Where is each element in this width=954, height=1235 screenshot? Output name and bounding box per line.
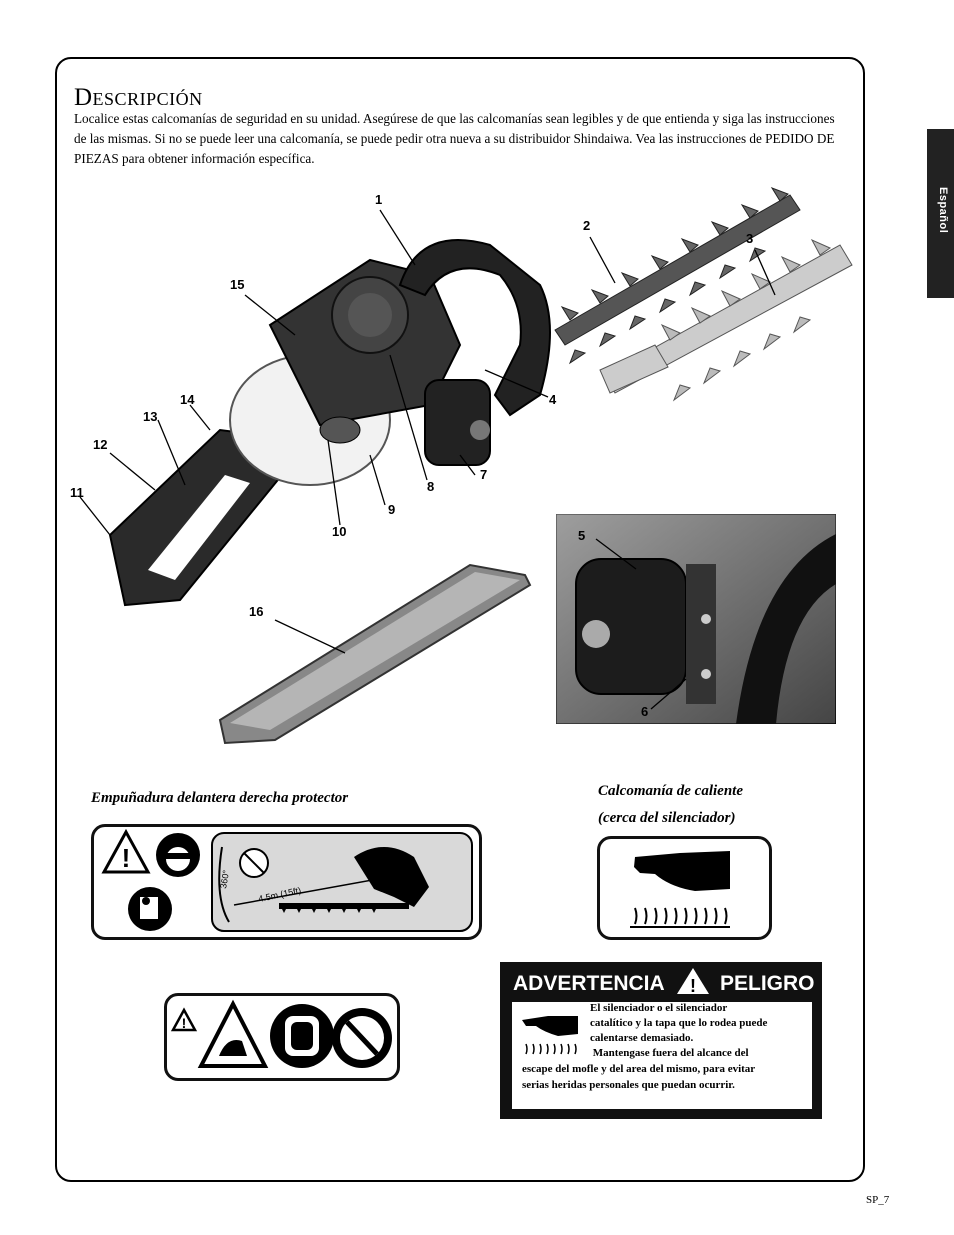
warning-line-4: Mantengase fuera del alcance del — [590, 1047, 749, 1059]
callout-14: 14 — [180, 392, 195, 407]
svg-text:!: ! — [690, 976, 696, 996]
hot-decal-caption-1: Calcomanía de caliente — [598, 783, 743, 799]
helmet-icon — [156, 833, 200, 877]
muffler-detail-photo — [556, 514, 836, 724]
heat-icon — [525, 1043, 577, 1055]
callout-11: 11 — [70, 485, 84, 500]
hand-icon — [522, 1016, 578, 1036]
intro-paragraph: Localice estas calcomanías de seguridad … — [74, 111, 835, 166]
hot-decal — [597, 836, 772, 940]
front-grip-caption: Empuñadura delantera derecha protector — [91, 790, 349, 806]
callout-6: 6 — [641, 704, 649, 719]
page-title: Descripción — [74, 84, 203, 111]
two-hands-icon — [270, 1004, 334, 1068]
warning-word: ADVERTENCIA — [513, 972, 665, 995]
svg-text:!: ! — [182, 1015, 187, 1031]
no-bystanders-icon — [332, 1008, 392, 1068]
warning-body: El silenciador o el silenciador catalíti… — [512, 1002, 812, 1109]
callout-2: 2 — [583, 218, 591, 233]
front-handle — [398, 239, 551, 417]
callout-4: 4 — [549, 392, 557, 407]
warning-line-3: calentarse demasiado. — [590, 1032, 694, 1044]
callout-8: 8 — [427, 479, 435, 494]
callout-16: 16 — [249, 604, 264, 619]
callout-1: 1 — [375, 192, 383, 207]
warning-triangle-icon: ! — [170, 1007, 198, 1032]
no-bystanders-icon — [239, 848, 269, 878]
heat-icon — [630, 907, 730, 928]
hand-icon — [634, 851, 730, 891]
warning-header: ADVERTENCIA ! PELIGRO — [500, 962, 822, 1000]
language-tab: Español — [927, 129, 954, 298]
warning-triangle-icon: ! — [101, 828, 151, 874]
warning-triangle-icon: ! — [677, 968, 709, 996]
callout-3: 3 — [746, 231, 754, 246]
fuel-cap — [319, 416, 361, 444]
upper-blade — [554, 187, 801, 365]
callout-7: 7 — [480, 467, 488, 482]
warning-line-2: catalítico y la tapa que lo rodea puede — [590, 1017, 768, 1029]
danger-word: PELIGRO — [720, 972, 815, 995]
warning-line-1: El silenciador o el silenciador — [590, 1002, 728, 1014]
callout-15: 15 — [230, 277, 245, 292]
warning-line-6: serias heridas personales que puedan ocu… — [522, 1079, 735, 1091]
warning-decal: ADVERTENCIA ! PELIGRO El silenciador o e… — [500, 962, 822, 1119]
front-grip-decal: ! 4.5m (15ft) 360° — [91, 824, 482, 940]
air-filter — [424, 379, 491, 466]
callout-12: 12 — [93, 437, 108, 452]
falling-object-icon — [197, 999, 269, 1068]
language-tab-label: Español — [937, 187, 949, 234]
callout-5: 5 — [578, 528, 586, 543]
lower-blade — [599, 238, 853, 402]
angle-label: 360° — [218, 869, 231, 889]
callout-13: 13 — [143, 409, 158, 424]
warning-line-5: escape del mofle y del area del mismo, p… — [522, 1063, 756, 1075]
callout-10: 10 — [332, 524, 347, 539]
callout-9: 9 — [388, 502, 396, 517]
page-number: SP_7 — [866, 1194, 890, 1206]
safety-decal-two: ! — [164, 993, 400, 1081]
hedge-trimmer-illustration — [79, 187, 853, 745]
hot-decal-caption-2: (cerca del silenciador) — [598, 810, 736, 826]
content-frame — [55, 57, 865, 1182]
svg-text:!: ! — [122, 843, 131, 873]
read-manual-icon — [128, 887, 172, 931]
